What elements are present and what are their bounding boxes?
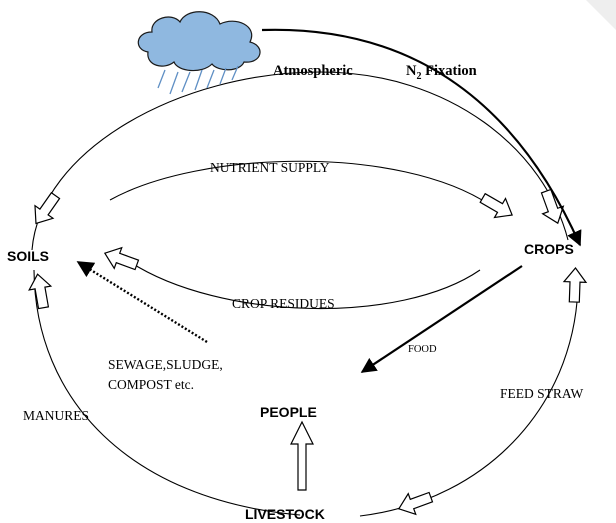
n2-fixation-arrow <box>261 28 582 247</box>
nutrient-supply-label: NUTRIENT SUPPLY <box>210 160 330 175</box>
people-label: PEOPLE <box>260 404 317 420</box>
livestock-to-people-arrow <box>290 420 314 491</box>
livestock-label: LIVESTOCK <box>245 506 325 522</box>
atmospheric-label: Atmospheric <box>273 63 353 79</box>
manures-label: MANURES <box>23 408 89 423</box>
outer-cycle-top-arc <box>31 71 569 251</box>
sewage-label-line2: COMPOST etc. <box>108 377 194 392</box>
rain-cloud-icon <box>137 11 261 95</box>
hollow-arrowhead-feed-straw <box>562 267 588 303</box>
hollow-arrowhead-nutrient-supply <box>479 192 513 219</box>
crop-residues-arc <box>129 261 481 309</box>
outer-cycle-left-arc <box>33 269 301 516</box>
hollow-arrowhead-crops-top <box>540 188 565 225</box>
hollow-arrowhead-livestock <box>397 491 434 516</box>
food-arrow <box>360 265 523 373</box>
hollow-arrowhead-manures <box>28 273 53 310</box>
page-corner-shade <box>586 0 616 30</box>
crop-residues-label: CROP RESIDUES <box>232 296 335 311</box>
food-label: FOOD <box>408 344 437 355</box>
feed-straw-label: FEED STRAW <box>500 386 584 401</box>
sewage-label-line1: SEWAGE,SLUDGE, <box>108 357 223 372</box>
crops-label: CROPS <box>524 241 574 257</box>
hollow-arrowhead-crop-residues <box>103 246 140 271</box>
nutrient-supply-arc <box>109 160 491 206</box>
hollow-arrowhead-soils-top <box>34 191 61 225</box>
n2-fixation-label: N2 Fixation <box>406 63 477 82</box>
sewage-dotted-arrow <box>76 260 208 344</box>
soils-label: SOILS <box>7 248 49 264</box>
